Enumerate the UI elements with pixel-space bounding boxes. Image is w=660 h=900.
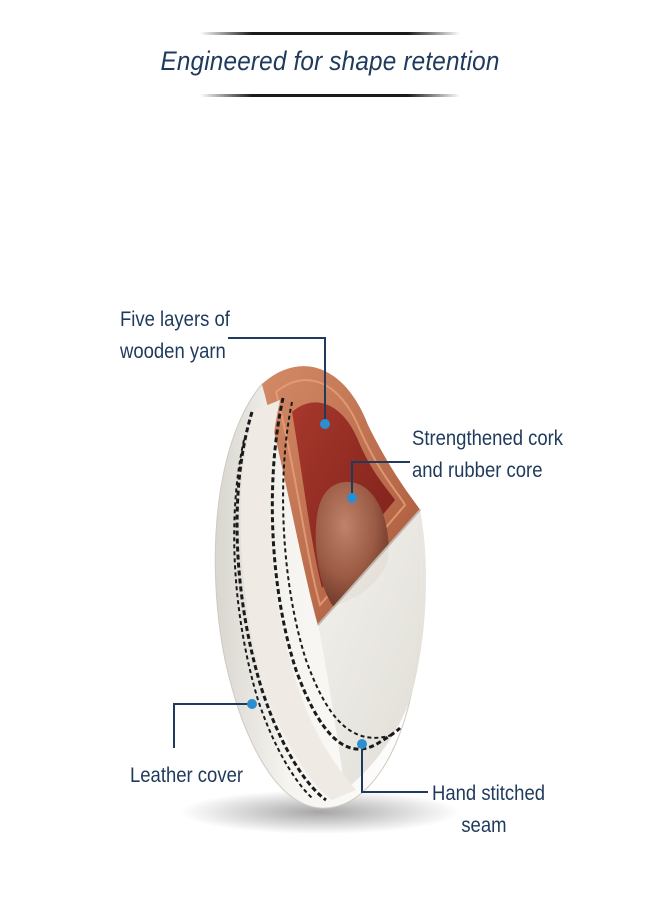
callout-line-cover [173, 703, 250, 748]
stitch-line-4 [282, 401, 393, 739]
callout-core-line2: and rubber core [412, 459, 543, 482]
stitch-line-2 [233, 439, 313, 799]
callout-dot-seam [357, 739, 367, 749]
callout-dot-cover [247, 699, 257, 709]
callout-dot-core [347, 493, 357, 503]
callout-seam-line2: seam [461, 814, 507, 837]
callout-yarn-line2: wooden yarn [120, 340, 226, 363]
title-top-rule [200, 32, 460, 35]
seam-band [240, 400, 356, 800]
callout-yarn-line1: Five layers of [120, 308, 230, 331]
callout-line-yarn [228, 337, 326, 422]
callout-cover-line1: Leather cover [130, 764, 244, 787]
title-bottom-rule [200, 94, 460, 97]
callout-core-line1: Strengthened cork [412, 427, 564, 450]
callout-seam-line1: Hand stitched [432, 782, 546, 805]
stitch-line-1 [235, 411, 327, 802]
yarn-layer-ring [274, 379, 407, 608]
callout-label-cover: Leather cover [130, 760, 243, 792]
ball-shadow [180, 790, 460, 834]
stitch-line-3 [270, 397, 402, 751]
leather-cut-edge [317, 509, 421, 626]
callout-label-core: Strengthened cork and rubber core [412, 423, 564, 487]
leather-cut-face [318, 510, 426, 790]
callout-line-seam [361, 744, 428, 793]
callout-label-seam: Hand stitched seam [432, 778, 546, 842]
callout-dot-yarn [320, 419, 330, 429]
callout-line-core [351, 461, 410, 496]
page-title: Engineered for shape retention [160, 46, 500, 76]
callout-label-yarn: Five layers of wooden yarn [120, 304, 230, 368]
